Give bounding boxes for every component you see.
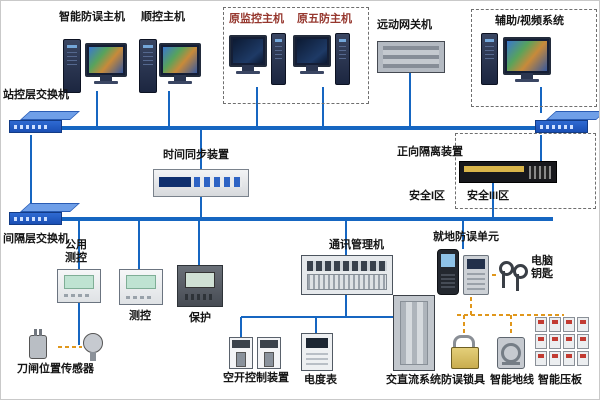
air-switch-box (257, 337, 281, 369)
sequence-host-tower (139, 39, 157, 93)
anti-error-host-tower (63, 39, 81, 93)
original-five-prevention-monitor (293, 35, 331, 67)
pressure-plate-module (563, 334, 575, 349)
measure-control-device (119, 269, 163, 305)
anti-error-lock-device (451, 335, 479, 369)
label-original-monitor-host: 原监控主机 (229, 13, 284, 25)
pressure-plate-module (549, 334, 561, 349)
protection-device (177, 265, 223, 307)
original-monitor-host-monitor (229, 35, 267, 67)
monitor-screen (163, 47, 197, 73)
computer-key-icon (498, 261, 514, 289)
label-measure-control: 测控 (129, 310, 151, 322)
label-air-switch-control: 空开控制装置 (223, 372, 289, 384)
label-security-zone-1: 安全I区 (409, 190, 446, 202)
aux-video-monitor (503, 37, 551, 75)
computer-key-icon (512, 264, 528, 292)
zone3-switch-device (535, 111, 599, 135)
monitor-screen (233, 39, 263, 63)
label-comm-manager: 通讯管理机 (329, 239, 384, 251)
pressure-plate-module (535, 351, 547, 366)
original-five-prevention-tower (335, 33, 350, 85)
anti-error-host-monitor (85, 43, 127, 77)
security-zone3-box (455, 133, 596, 209)
label-sequence-control-host: 顺控主机 (141, 11, 185, 23)
label-smart-ground-wire: 智能地线 (490, 374, 534, 386)
label-energy-meter: 电度表 (304, 374, 337, 386)
pressure-plate-module (577, 317, 589, 332)
pressure-plate-module (535, 317, 547, 332)
monitor-screen (507, 41, 547, 71)
label-protection: 保护 (189, 312, 211, 324)
label-bay-switch: 间隔层交换机 (3, 233, 69, 245)
pressure-plate-module (535, 334, 547, 349)
original-monitor-host-tower (271, 33, 286, 85)
local-anti-error-keypad (463, 255, 489, 295)
label-knife-position-sensor: 刀闸位置传感器 (17, 363, 94, 375)
knife-sensor-round (83, 333, 103, 353)
switch-top-face (20, 111, 80, 120)
monitor-screen (89, 47, 123, 73)
smart-pressure-plate-cluster (535, 317, 593, 369)
air-switch-box (229, 337, 253, 369)
pressure-plate-module (549, 317, 561, 332)
pressure-plate-module (577, 351, 589, 366)
energy-meter-device (301, 333, 333, 371)
label-aux-video-system: 辅助/视频系统 (495, 15, 565, 27)
station-switch-device (9, 111, 80, 135)
pressure-plate-module (563, 317, 575, 332)
label-computer-key: 电脑钥匙 (531, 255, 553, 280)
switch-front-face (9, 212, 62, 225)
switch-front-face (9, 120, 62, 133)
comm-manager-device (301, 255, 393, 295)
aux-video-tower (481, 33, 498, 85)
bay-switch-device (9, 203, 80, 227)
sequence-host-monitor (159, 43, 201, 77)
forward-isolation-device (459, 161, 557, 183)
label-public-measure-control: 公用测控 (65, 239, 87, 264)
label-station-switch: 站控层交换机 (3, 89, 69, 101)
label-local-anti-error-unit: 就地防误单元 (433, 231, 499, 243)
label-ac-dc-system: 交直流系统 (386, 374, 441, 386)
pressure-plate-module (549, 351, 561, 366)
time-sync-device (153, 169, 249, 197)
pressure-plate-module (563, 351, 575, 366)
ac-dc-cabinet (393, 295, 435, 371)
label-original-five-prevention-host: 原五防主机 (297, 13, 352, 25)
smart-ground-device (497, 337, 525, 369)
label-smart-pressure-plate: 智能压板 (538, 374, 582, 386)
knife-sensor-plug (29, 329, 47, 359)
pressure-plate-module (577, 334, 589, 349)
switch-front-face (535, 120, 588, 133)
monitor-screen (297, 39, 327, 63)
label-anti-error-lock: 防误锁具 (441, 374, 485, 386)
public-measure-control-device (57, 269, 101, 303)
switch-top-face (20, 203, 80, 212)
switch-top-face (546, 111, 599, 120)
legacy-hosts-group-box (223, 7, 369, 104)
local-anti-error-handheld (437, 249, 459, 295)
label-smart-anti-error-host: 智能防误主机 (59, 11, 125, 23)
label-time-sync-device: 时间同步装置 (163, 149, 229, 161)
label-security-zone-3: 安全III区 (467, 190, 510, 202)
remote-gateway-device (377, 41, 445, 73)
label-forward-isolation: 正向隔离装置 (397, 146, 463, 158)
aux-video-group-box (471, 9, 597, 107)
label-remote-gateway: 远动网关机 (377, 19, 432, 31)
